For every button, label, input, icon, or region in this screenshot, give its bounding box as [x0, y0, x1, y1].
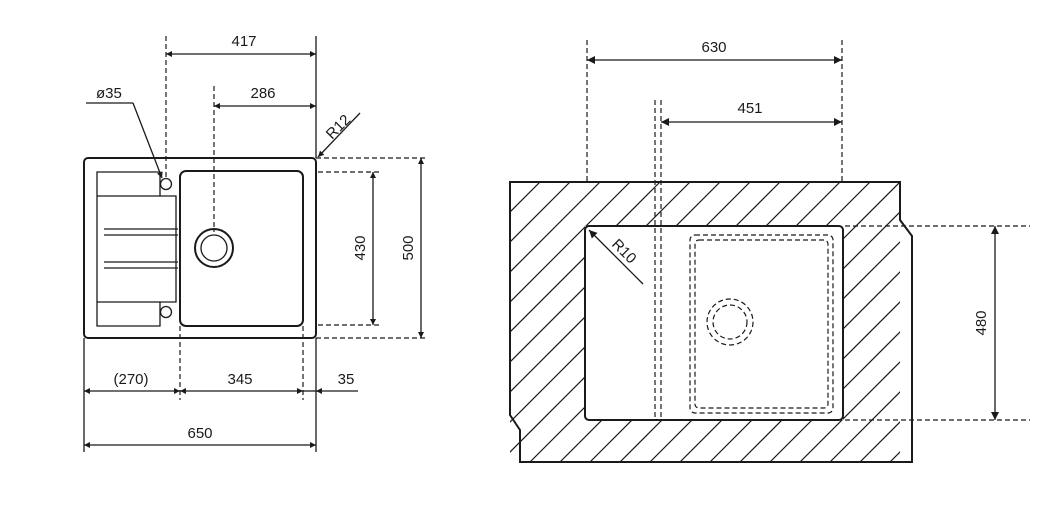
hatch-line — [829, 182, 900, 462]
bowl-outline — [179, 170, 304, 327]
bowl-hidden-outer — [689, 234, 834, 414]
drain-hidden-inner-icon — [712, 304, 748, 340]
dim-label-417: 417 — [231, 33, 256, 50]
leader-hole-arrow — [132, 102, 163, 179]
dim-label-345: 345 — [227, 371, 252, 388]
dim-label-286: 286 — [250, 85, 275, 102]
overflow-hole-icon — [159, 305, 173, 319]
dim-label-650: 650 — [187, 425, 212, 442]
hatch-line — [510, 182, 601, 462]
dim-label-430: 430 — [352, 235, 369, 260]
dim-label-630: 630 — [701, 39, 726, 56]
hatch-line — [510, 182, 631, 462]
dim-label-35: 35 — [338, 371, 355, 388]
dim-label-500: 500 — [400, 235, 417, 260]
dim-label-451: 451 — [737, 100, 762, 117]
left-view: 417 286 ø35 R12 430 500 (270) 345 35 650 — [83, 33, 428, 452]
hatch-line — [510, 182, 571, 462]
hatch-line — [799, 182, 900, 462]
sink-outline — [83, 157, 317, 339]
worktop-outline — [509, 181, 913, 463]
drain-hidden-icon — [706, 298, 754, 346]
leader-r12 — [317, 112, 361, 158]
tap-hole-icon — [159, 177, 173, 191]
dim-label-r10: R10 — [608, 236, 639, 267]
dim-label-480: 480 — [973, 310, 990, 335]
dim-label-hole: ø35 — [96, 85, 122, 102]
bowl-hidden-inner — [694, 239, 829, 409]
dim-label-r12: R12 — [323, 111, 354, 142]
leader-r10 — [588, 229, 644, 285]
hatch-line — [510, 182, 511, 462]
cutout-outline — [584, 225, 844, 421]
drain-inner-icon — [200, 234, 228, 262]
drainer-outline — [96, 171, 177, 327]
dim-label-270: (270) — [113, 371, 148, 388]
drain-icon — [194, 228, 234, 268]
